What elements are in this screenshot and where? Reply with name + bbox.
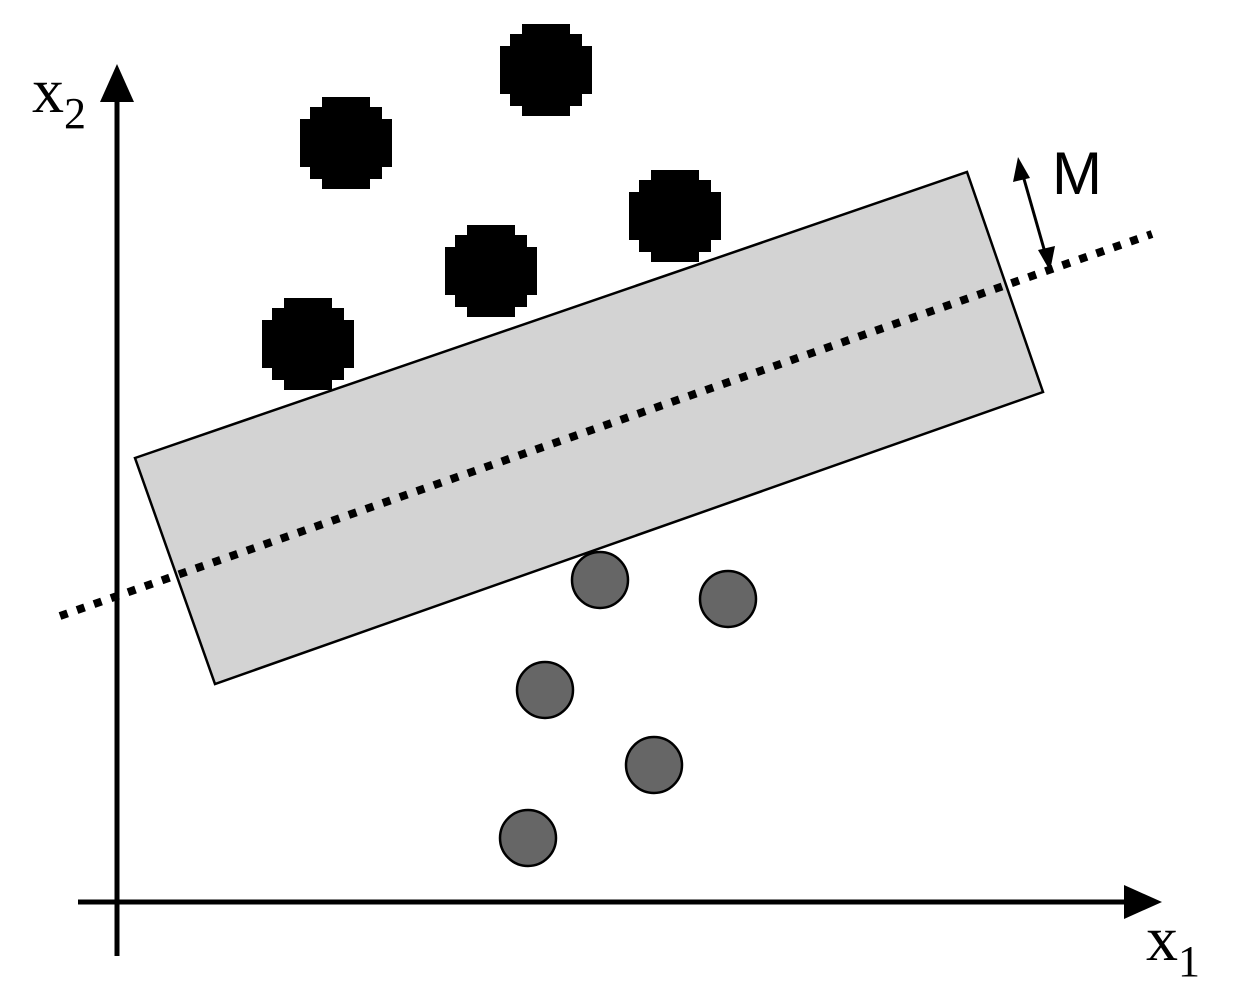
x-axis-label-base: x <box>1146 903 1178 974</box>
decision-boundary <box>58 230 1154 620</box>
margin-arrow <box>1020 171 1048 257</box>
plus-icon <box>629 170 721 262</box>
circle-icon <box>515 660 575 720</box>
y-axis-arrowhead <box>100 64 134 102</box>
margin-label: M <box>1052 140 1102 207</box>
circle-icon <box>698 569 758 629</box>
x-axis-label: x1 <box>1146 903 1200 986</box>
plus-class-points <box>262 24 721 390</box>
x-axis-label-subscript: 1 <box>1178 937 1200 986</box>
x-axis-arrowhead <box>1124 885 1162 919</box>
plus-icon <box>500 24 592 116</box>
plus-icon <box>262 298 354 390</box>
y-axis-label: x2 <box>32 55 86 138</box>
circle-icon <box>570 550 630 610</box>
y-axis-label-subscript: 2 <box>64 89 86 138</box>
circle-class-points <box>498 550 758 868</box>
margin-arrow-head-top <box>1013 157 1030 182</box>
plus-icon <box>445 225 537 317</box>
circle-icon <box>498 808 558 868</box>
y-axis-label-base: x <box>32 55 64 126</box>
plus-icon <box>300 97 392 189</box>
circle-icon <box>624 735 684 795</box>
margin-arrow-head-bottom <box>1038 246 1055 271</box>
